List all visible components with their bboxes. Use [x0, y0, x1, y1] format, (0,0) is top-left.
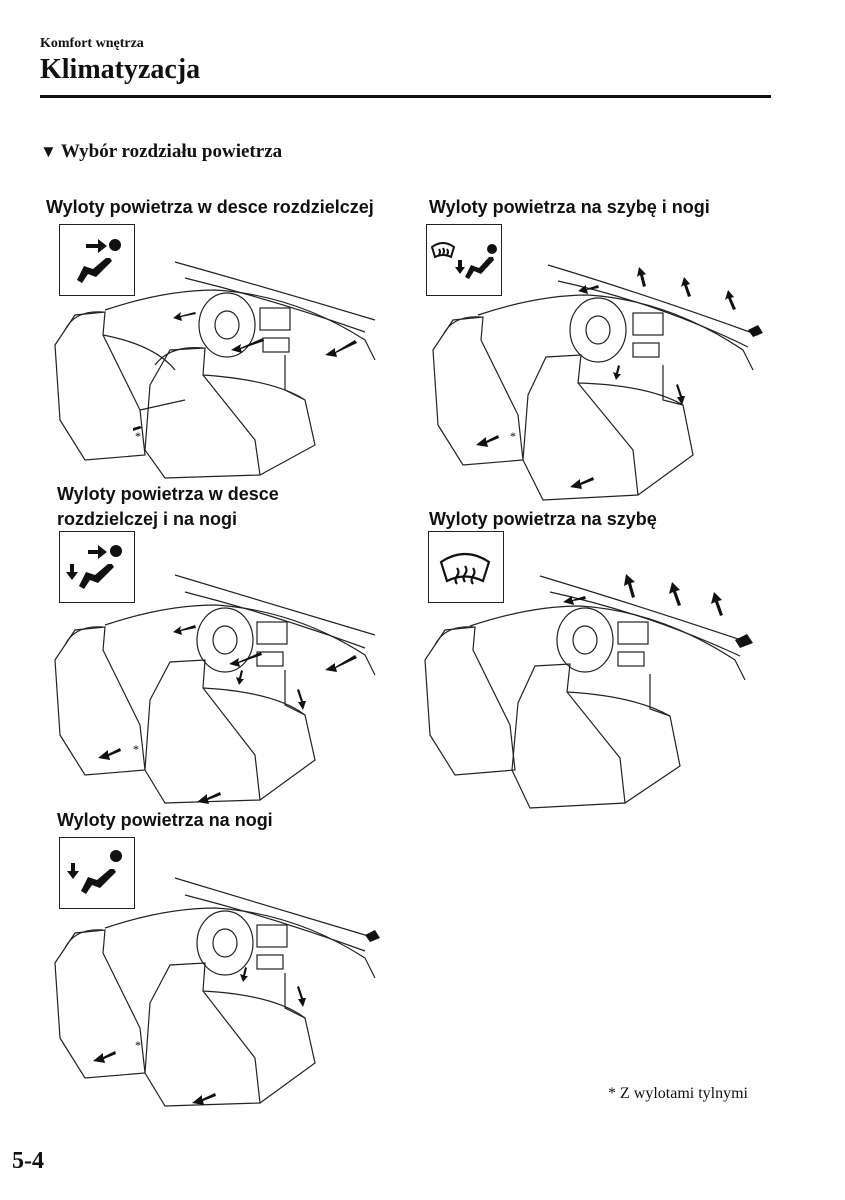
footnote: * Z wylotami tylnymi	[608, 1085, 748, 1103]
caption-defrost-floor: Wyloty powietrza na szybę i nogi	[429, 195, 710, 219]
page-number: 5-4	[12, 1148, 44, 1175]
triangle-marker: ▼	[40, 142, 57, 161]
caption-defrost: Wyloty powietrza na szybę	[429, 507, 657, 531]
page-title: Klimatyzacja	[40, 54, 200, 86]
subheading-text: Wybór rozdziału powietrza	[61, 141, 282, 162]
car-interior-illustration: *	[45, 250, 385, 485]
caption-floor: Wyloty powietrza na nogi	[57, 808, 273, 832]
title-divider	[40, 95, 771, 98]
caption-bi-level-line2: rozdzielczej i na nogi	[57, 507, 237, 531]
rear-marker: *	[133, 742, 139, 756]
subheading: ▼Wybór rozdziału powietrza	[40, 141, 282, 163]
section-title: Komfort wnętrza	[40, 36, 144, 52]
rear-marker: *	[135, 1038, 141, 1052]
car-interior-illustration: *	[45, 570, 385, 810]
rear-marker: *	[510, 429, 516, 443]
car-interior-illustration: *	[428, 255, 768, 505]
car-interior-illustration: *	[45, 875, 385, 1115]
caption-panel-vents: Wyloty powietrza w desce rozdzielczej	[46, 195, 374, 219]
rear-marker: *	[135, 429, 141, 443]
car-interior-illustration	[420, 568, 760, 813]
caption-bi-level-line1: Wyloty powietrza w desce	[57, 482, 279, 506]
